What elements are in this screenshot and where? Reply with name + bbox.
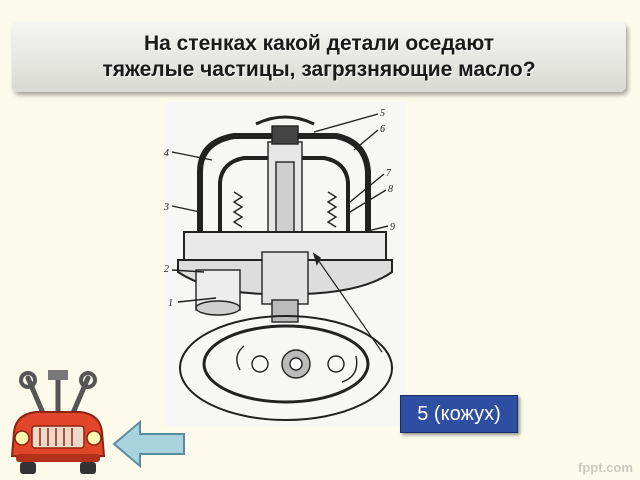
car-with-tools-icon xyxy=(10,370,106,474)
callout-7: 7 xyxy=(386,168,392,179)
answer-box[interactable]: 5 (кожух) xyxy=(400,395,518,433)
callout-4: 4 xyxy=(164,148,169,159)
callout-2: 2 xyxy=(164,264,169,275)
callout-3: 3 xyxy=(164,202,169,213)
answer-label: 5 (кожух) xyxy=(417,402,501,425)
watermark: fppt.com xyxy=(578,460,633,475)
callout-6: 6 xyxy=(380,124,385,135)
slide-title: На стенках какой детали оседают тяжелые … xyxy=(102,32,536,81)
callout-5: 5 xyxy=(380,108,385,119)
callout-8: 8 xyxy=(388,184,393,195)
back-arrow-icon[interactable] xyxy=(112,418,186,470)
callout-1: 1 xyxy=(168,298,173,309)
callout-9: 9 xyxy=(390,222,395,233)
title-bar: На стенках какой детали оседают тяжелые … xyxy=(12,22,626,92)
oil-filter-diagram: 5 6 4 7 8 3 9 2 1 xyxy=(164,102,406,426)
